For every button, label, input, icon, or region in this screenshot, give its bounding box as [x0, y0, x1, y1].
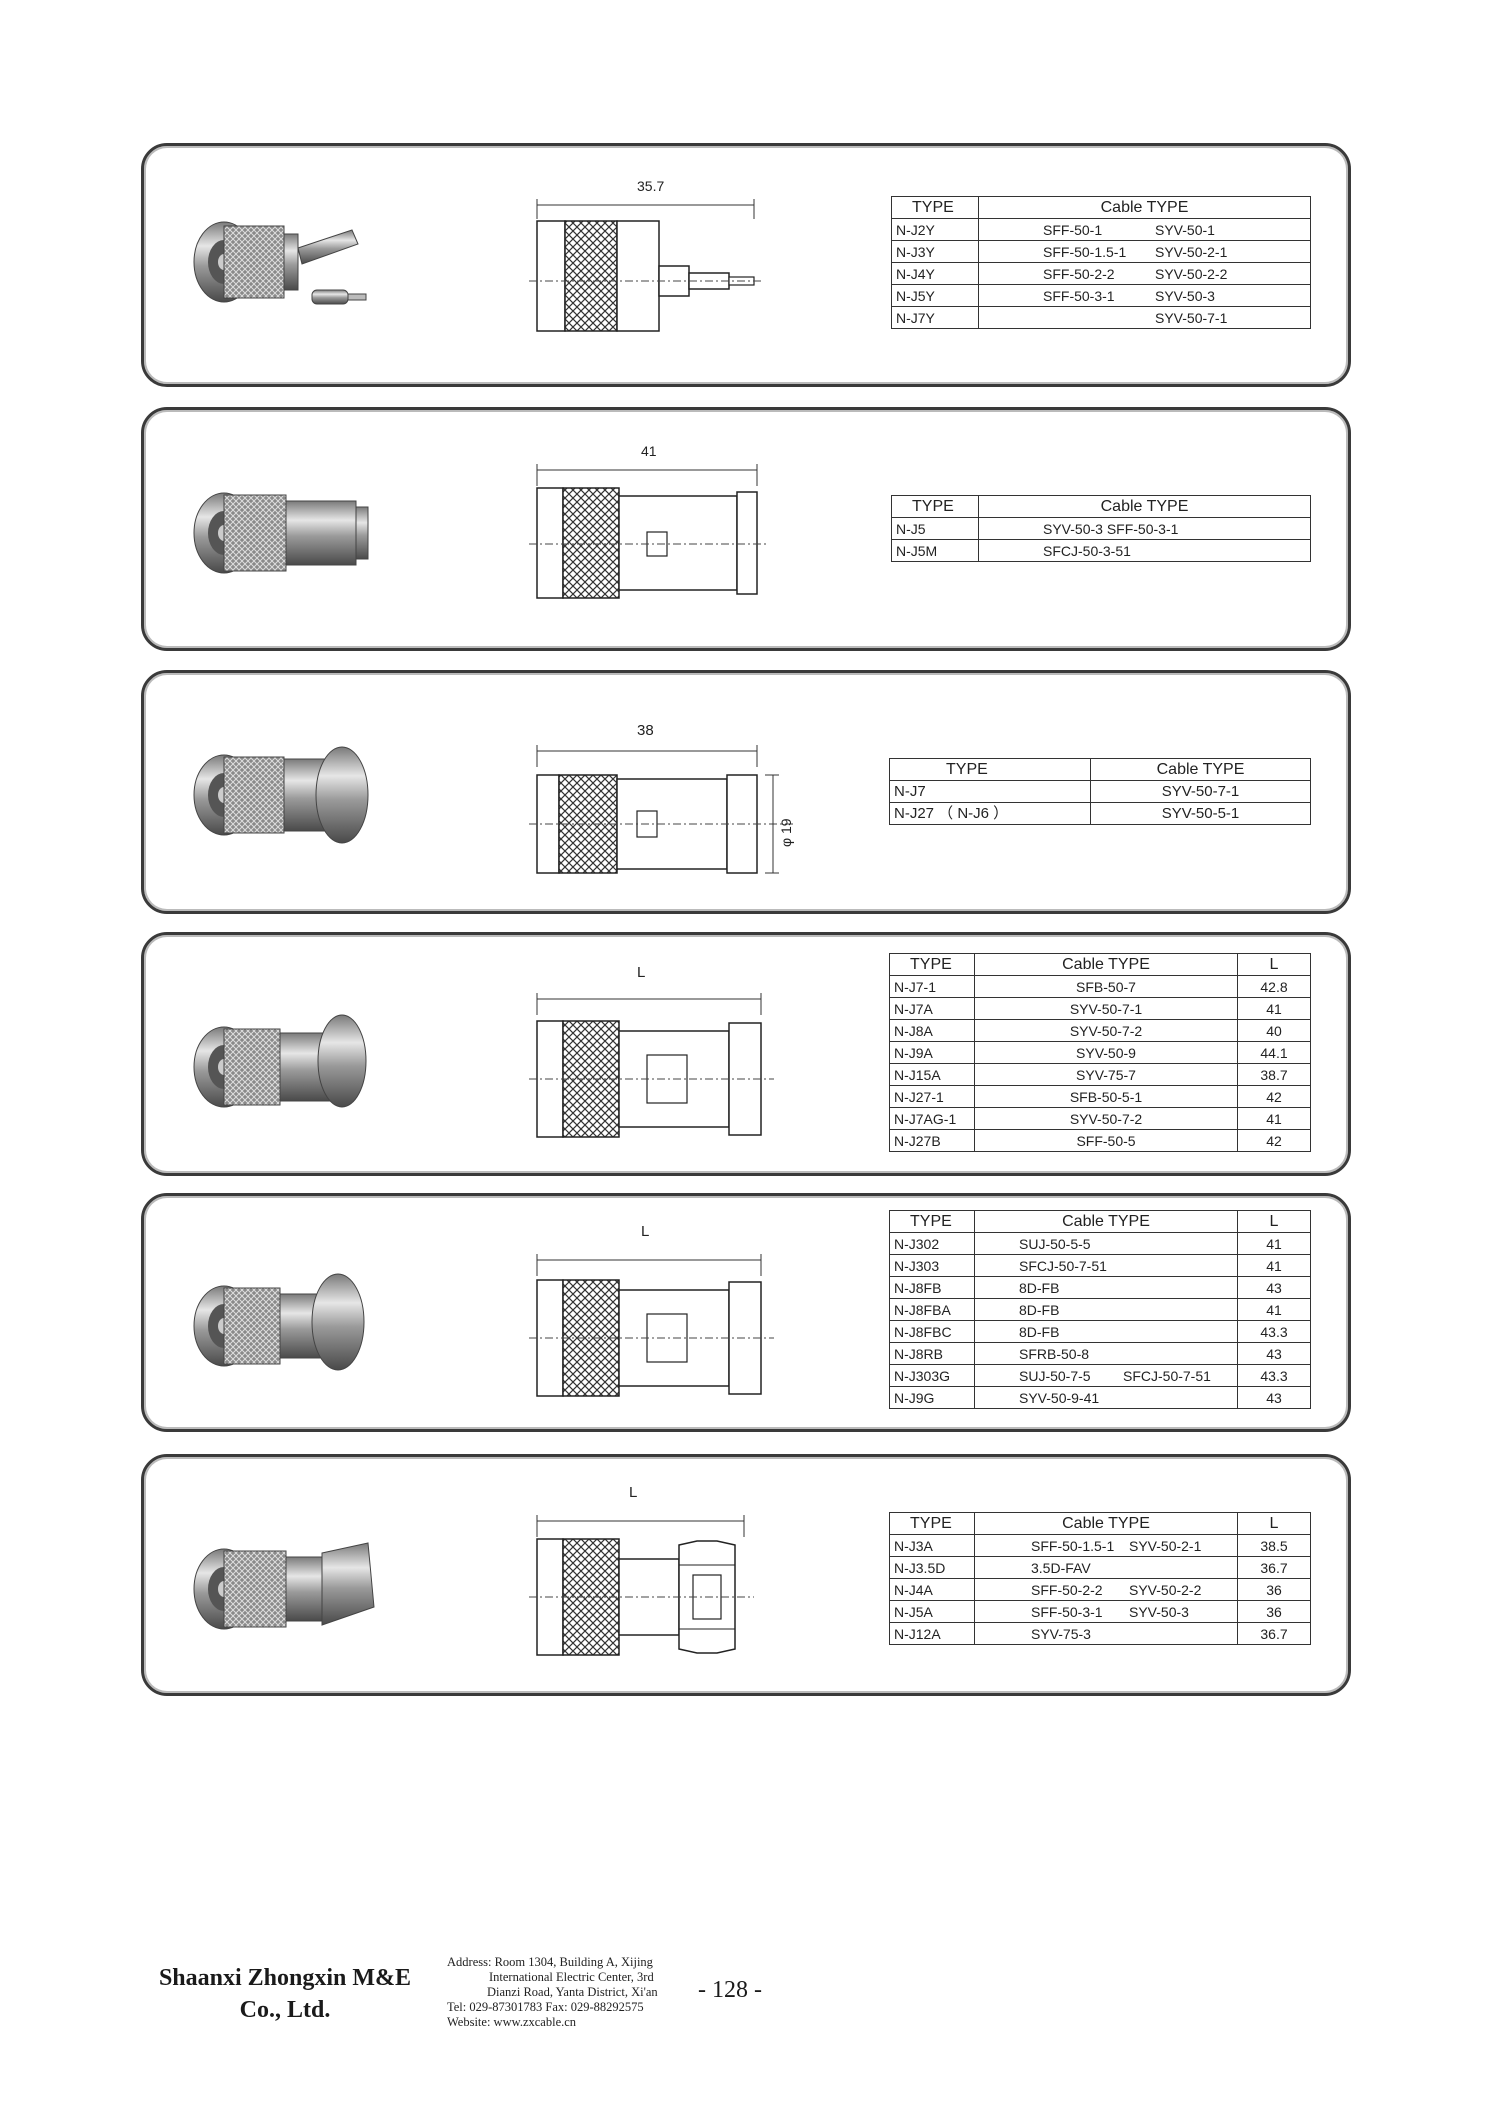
- dimension-drawing: 38 φ 19: [529, 722, 794, 874]
- connector-photo: [193, 1273, 365, 1371]
- diameter-label: φ 19: [778, 818, 794, 847]
- table-row: N-J27 （ N-J6 ）SYV-50-5-1: [889, 802, 1311, 825]
- table-header: TYPE Cable TYPE L: [889, 1512, 1311, 1535]
- company-address: Address: Room 1304, Building A, Xijing I…: [447, 1955, 658, 2029]
- type-header: TYPE: [891, 196, 979, 219]
- page-number: - 128 -: [698, 1977, 762, 2003]
- dimension-drawing: 35.7: [529, 178, 764, 332]
- table-header: TYPE Cable TYPE: [891, 495, 1311, 518]
- dimension-drawing: L: [529, 1484, 754, 1656]
- dimension-label: L: [641, 1223, 649, 1240]
- dimension-label: L: [629, 1484, 637, 1501]
- connector-photo: [193, 221, 367, 305]
- cable-type-header: Cable TYPE: [978, 196, 1311, 219]
- table-header: TYPE Cable TYPE L: [889, 1210, 1311, 1233]
- connector-photo: [193, 1014, 367, 1108]
- table-header: TYPE Cable TYPE: [889, 758, 1311, 781]
- dimension-drawing: L: [529, 1223, 774, 1397]
- dimension-label: 41: [641, 443, 657, 459]
- connector-photo: [193, 1542, 375, 1630]
- dimension-drawing: 41: [529, 443, 767, 599]
- dimension-label: 38: [637, 722, 654, 739]
- dimension-label: 35.7: [637, 178, 664, 194]
- connector-photo: [193, 746, 369, 844]
- table-header: TYPE Cable TYPE: [891, 196, 1311, 219]
- dimension-drawing: L: [529, 964, 774, 1138]
- dimension-label: L: [637, 964, 645, 981]
- connector-photo: [193, 492, 369, 574]
- company-name: Shaanxi Zhongxin M&E Co., Ltd.: [158, 1965, 412, 2023]
- table-header: TYPE Cable TYPE L: [889, 953, 1311, 976]
